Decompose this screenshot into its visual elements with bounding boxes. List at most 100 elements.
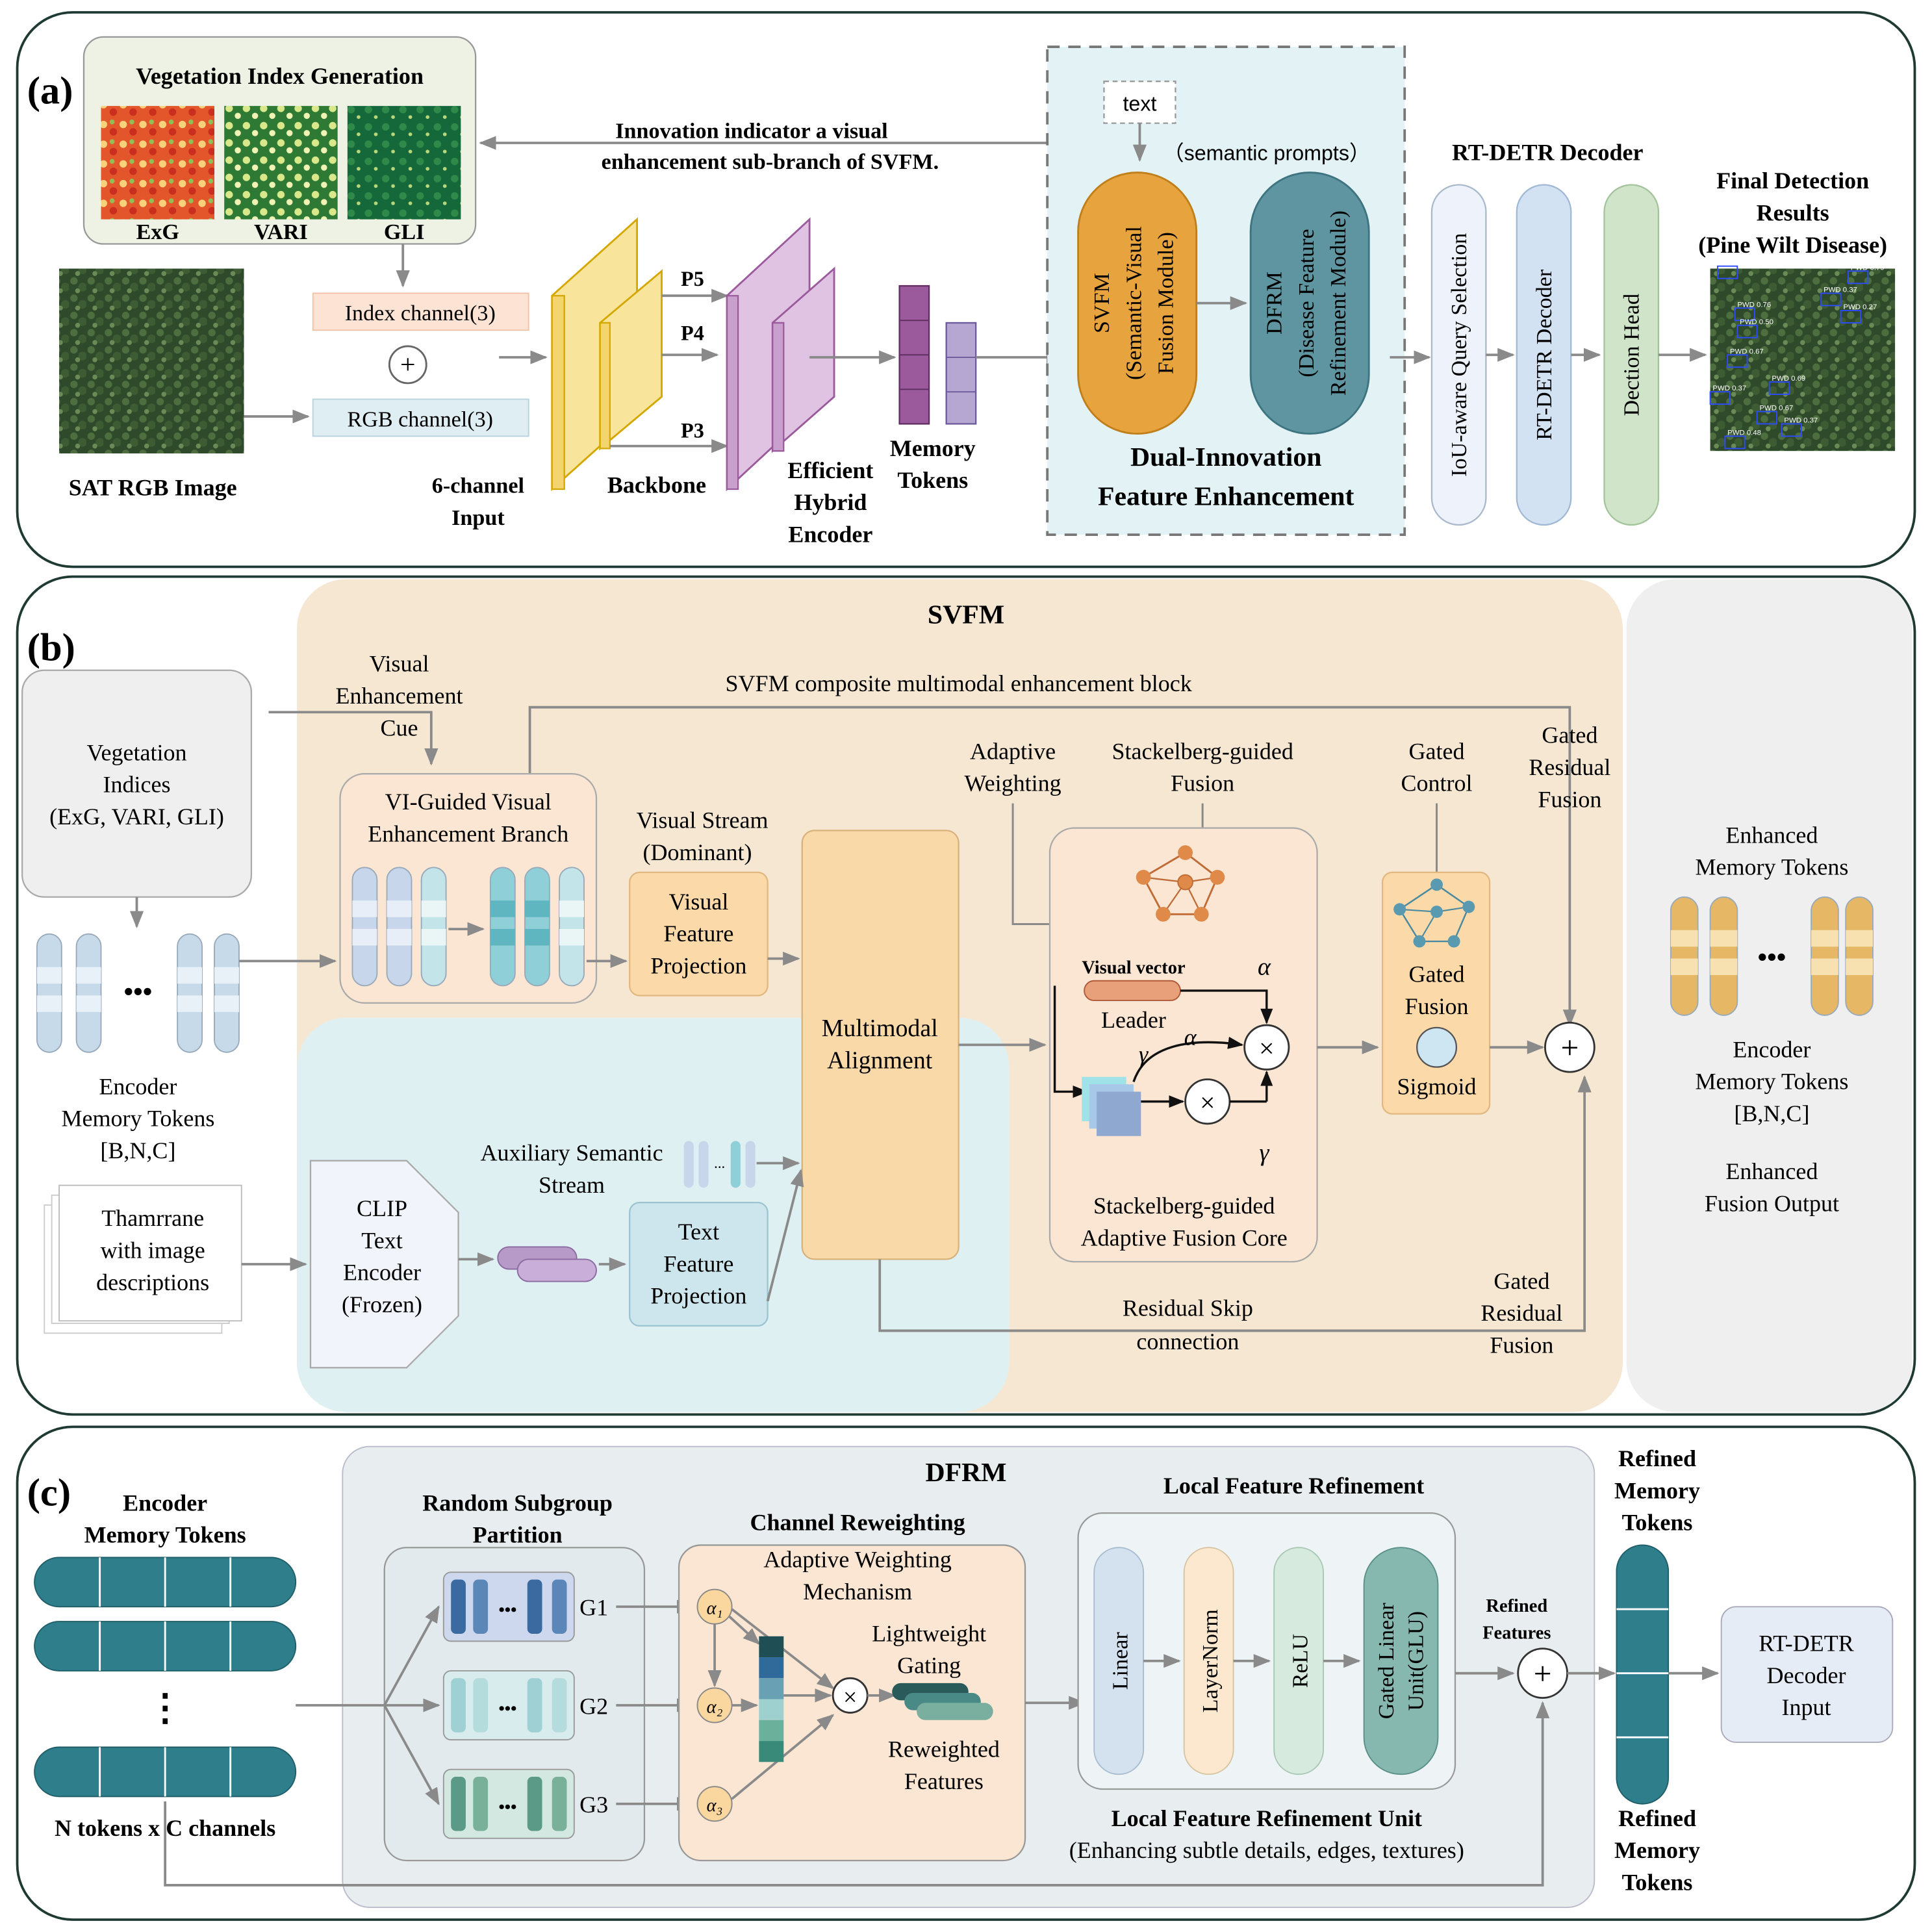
panel-c-frame [16, 1425, 1916, 1921]
branch-token-band [387, 928, 412, 946]
left-token-ellipsis: ••• [124, 977, 153, 1007]
memory-2: Tokens [897, 467, 968, 493]
alpha-top: α [1258, 953, 1271, 980]
branch-token [420, 867, 447, 987]
core-input-arrow [1053, 985, 1089, 1099]
subgroup-channel [473, 1777, 489, 1831]
c-vdots: ⋮ [147, 1688, 184, 1729]
enhanced-memory-tokens [1670, 896, 1874, 1016]
backbone-slab-2-side [599, 322, 611, 450]
iou-query-block [1430, 184, 1487, 526]
branch-token [524, 867, 550, 987]
p3-label: P3 [681, 418, 704, 442]
detection-label: PWD 0.37 [1784, 417, 1818, 425]
stack-2: Fusion [1171, 770, 1234, 796]
vi-label-gli: GLI [384, 220, 425, 244]
follower-stack-3 [1097, 1091, 1141, 1136]
enc-c-1: Encoder [123, 1490, 207, 1516]
gli-image [347, 106, 461, 220]
visual-feature-projection [629, 871, 769, 997]
gated-res-2: Residual [1529, 754, 1610, 780]
detection-box [1734, 307, 1755, 322]
panel-b-frame [16, 575, 1916, 1416]
reweight-mult-label: × [843, 1684, 857, 1711]
sigmoid-circle [1416, 1026, 1458, 1068]
branch-token [559, 867, 585, 987]
stack-1: Stackelberg-guided [1112, 738, 1293, 764]
detection-box [1736, 324, 1758, 338]
enhanced-token [1811, 896, 1839, 1016]
core-1: Stackelberg-guided [1093, 1193, 1275, 1219]
sigmoid-label: Sigmoid [1397, 1073, 1476, 1099]
branch-token-band [559, 928, 585, 946]
vis-stream-2: (Dominant) [642, 839, 752, 865]
final-1: Final Detection [1716, 168, 1869, 194]
doc-stack-1 [58, 1184, 242, 1322]
svfm-a-1: SVFM [1090, 273, 1114, 333]
rgb-channel-box [312, 398, 529, 437]
encoder-token-band [177, 967, 203, 984]
enc-mem-3: [B,N,C] [100, 1138, 175, 1163]
g2-label: G2 [579, 1693, 608, 1719]
rsp-1: Random Subgroup [422, 1490, 613, 1516]
detection-box [1709, 391, 1731, 405]
sat-rgb-image [59, 268, 244, 453]
linear-label: Linear [1108, 1632, 1132, 1690]
mm-2: Alignment [827, 1047, 933, 1074]
gamma-mid: γ [1139, 1041, 1149, 1067]
innovation-line-1: Innovation indicator a visual [615, 119, 887, 143]
lfr-box [1077, 1512, 1456, 1790]
enhanced-token-band [1710, 930, 1738, 947]
vis-cue-1: Visual [370, 651, 429, 677]
encoder-token-band [214, 995, 239, 1012]
rmt-1: Refined [1618, 1445, 1696, 1471]
branch-token-band [490, 900, 515, 917]
encoder-token-band [36, 967, 62, 984]
encoder-memory-tokens [36, 933, 240, 1053]
detection-label: PWD 0.37 [1824, 286, 1857, 294]
rtdetr-title: RT-DETR Decoder [1452, 140, 1644, 166]
panel-a-tag: (a) [27, 69, 73, 112]
ref-feat-1: Refined [1486, 1596, 1547, 1616]
a1-to-bar-arrow [728, 1616, 761, 1645]
vis-stream-1: Visual Stream [637, 807, 769, 833]
core-2: Adaptive Fusion Core [1081, 1225, 1288, 1251]
graph-icon [1136, 845, 1225, 922]
enhanced-token [1845, 896, 1874, 1016]
leader-to-mult-arrow [1180, 989, 1273, 1024]
memory-1: Memory [890, 435, 976, 461]
enhanced-token [1709, 896, 1738, 1016]
lfru-2: (Enhancing subtle details, edges, textur… [1069, 1837, 1464, 1863]
clip-1: CLIP [357, 1195, 407, 1221]
g3-label: G3 [579, 1792, 608, 1818]
g1-label: G1 [579, 1595, 608, 1621]
lfr-title: Local Feature Refinement [1163, 1473, 1424, 1499]
rgb-channel-label: RGB channel(3) [347, 407, 493, 431]
branch-token [351, 867, 378, 987]
thamr-2: with image [101, 1238, 205, 1264]
branch-token [489, 867, 516, 987]
branch-token-band [524, 900, 550, 917]
aux-1: Auxiliary Semantic [481, 1140, 663, 1166]
composite-line [528, 705, 1577, 1027]
six-channel-2: Input [451, 506, 505, 530]
final-3: (Pine Wilt Disease) [1698, 232, 1887, 258]
sat-label: SAT RGB Image [69, 474, 237, 500]
text-prompt-label: text [1123, 92, 1156, 116]
layernorm-label: LayerNorm [1199, 1609, 1223, 1713]
branch-token-band [352, 928, 377, 946]
vi-branch-2: Enhancement Branch [368, 820, 568, 846]
six-channel-1: 6-channel [432, 474, 524, 498]
innovation-line-2: enhancement sub-branch of SVFM. [602, 150, 939, 174]
dfrm-block [1249, 172, 1370, 435]
enhanced-token-band [1670, 958, 1698, 975]
encoder-slab-1-side [726, 295, 739, 490]
dual-1: Dual-Innovation [1130, 442, 1321, 472]
final-2: Results [1757, 200, 1829, 226]
encoder-token-band [76, 995, 101, 1012]
dfrm-a-1: DFRM [1263, 272, 1287, 335]
encoder-token-band [36, 995, 62, 1012]
encoder-token-band [177, 995, 203, 1012]
detection-head-label: Dection Head [1620, 294, 1644, 416]
